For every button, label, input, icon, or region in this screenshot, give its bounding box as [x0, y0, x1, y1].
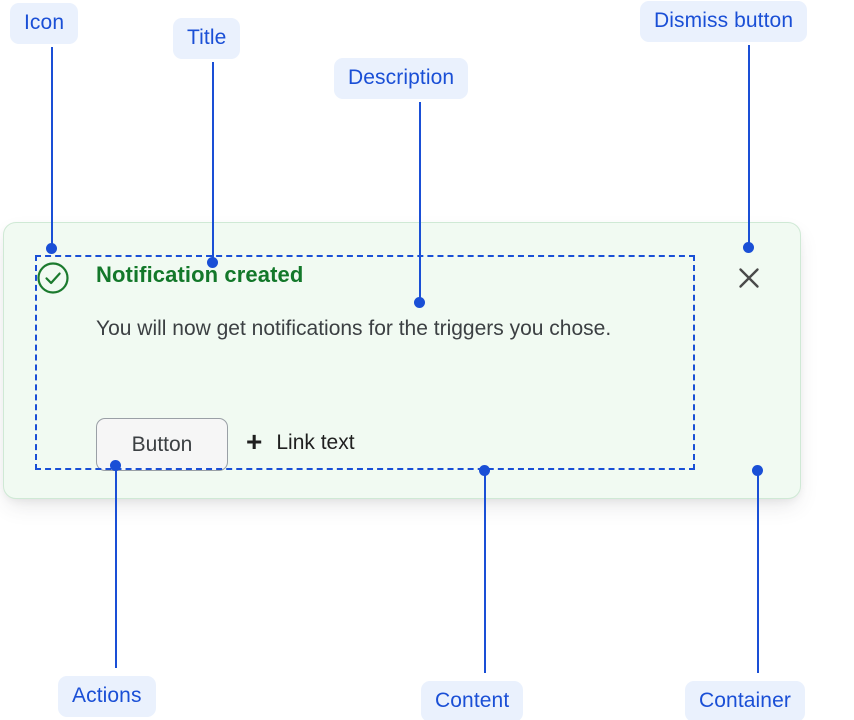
dismiss-button[interactable]	[734, 263, 764, 293]
leader-dot-container	[752, 465, 763, 476]
leader-dot-title	[207, 257, 218, 268]
leader-dot-icon	[46, 243, 57, 254]
leader-line-title	[212, 62, 214, 261]
leader-dot-dismiss-button	[743, 242, 754, 253]
plus-icon: +	[246, 426, 263, 457]
leader-dot-content	[479, 465, 490, 476]
annotation-label-content: Content	[421, 681, 524, 720]
leader-line-container	[757, 473, 759, 673]
leader-line-actions	[115, 468, 117, 668]
notification-title: Notification created	[96, 262, 304, 287]
notification-description: You will now get notifications for the t…	[96, 317, 612, 340]
annotation-label-icon: Icon	[10, 3, 79, 44]
annotation-label-actions: Actions	[58, 676, 156, 717]
notification-link-label: Link text	[276, 431, 355, 454]
annotation-label-container: Container	[685, 681, 805, 720]
notification-action-link[interactable]: + Link text	[246, 426, 355, 457]
leader-dot-actions	[110, 460, 121, 471]
leader-line-icon	[51, 47, 53, 250]
leader-line-dismiss-button	[748, 45, 750, 248]
annotation-label-dismiss-button: Dismiss button	[640, 1, 808, 42]
annotation-label-description: Description	[334, 58, 469, 99]
close-icon	[739, 268, 759, 288]
annotation-label-title: Title	[173, 18, 241, 59]
leader-line-content	[484, 473, 486, 673]
leader-line-description	[419, 102, 421, 301]
leader-dot-description	[414, 297, 425, 308]
check-circle-icon	[36, 261, 70, 295]
